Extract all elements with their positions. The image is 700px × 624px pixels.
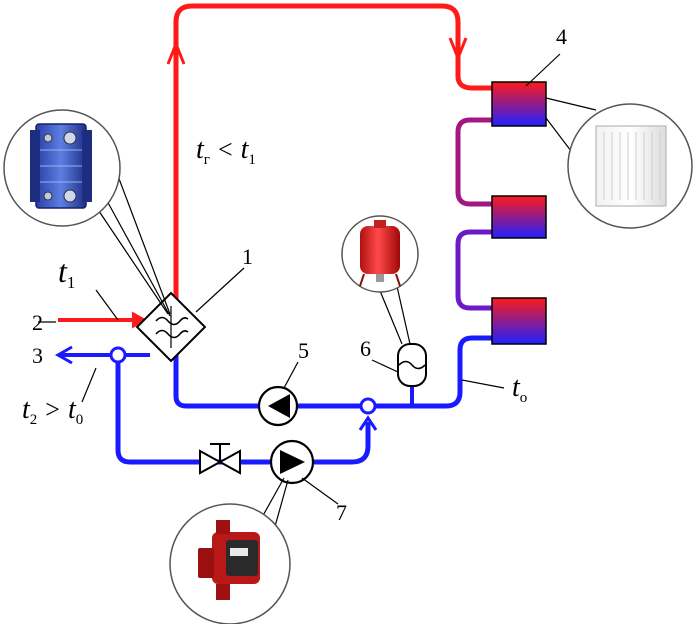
label-6: 6 xyxy=(360,336,371,361)
radiator-1 xyxy=(491,81,547,127)
radiator-3 xyxy=(491,297,547,345)
tee-right xyxy=(359,397,377,415)
outlet-arrow-3 xyxy=(54,345,73,365)
label-3: 3 xyxy=(32,343,43,368)
label-1: 1 xyxy=(242,244,253,269)
formula-t1: t1 xyxy=(58,253,75,292)
radiator-2 xyxy=(491,195,547,239)
hot-supply-pipe xyxy=(173,3,492,305)
circulation-pump-icon xyxy=(169,503,291,624)
svg-text:t1: t1 xyxy=(58,253,75,292)
panel-radiator-icon xyxy=(567,103,693,229)
formula-tr-lt-t1: tг<t1 xyxy=(196,134,256,168)
flow-arrow-down xyxy=(448,37,468,63)
radiator-link-2 xyxy=(455,229,492,311)
bypass-arrow xyxy=(358,415,378,431)
expansion-tank-symbol xyxy=(397,343,427,387)
callout-leaders xyxy=(38,53,597,531)
heat-exchanger-symbol xyxy=(135,291,207,363)
label-7: 7 xyxy=(336,500,347,525)
red-expansion-tank-icon xyxy=(341,215,419,293)
flow-arrow-up xyxy=(166,39,186,65)
plate-heat-exchanger-icon xyxy=(3,109,121,227)
svg-text:tг<t1: tг<t1 xyxy=(196,134,256,168)
svg-text:to: to xyxy=(512,372,527,406)
valve-symbol xyxy=(199,443,241,475)
bypass-pipe xyxy=(115,358,371,465)
formula-to: to xyxy=(512,372,527,406)
label-5: 5 xyxy=(298,338,309,363)
label-4: 4 xyxy=(556,24,567,49)
pump-5-symbol xyxy=(257,385,299,427)
label-2: 2 xyxy=(32,310,43,335)
formula-t2-gt-t0: t2>t0 xyxy=(22,394,83,428)
cold-return-pipe xyxy=(173,335,492,409)
pump-7-symbol xyxy=(269,439,315,485)
svg-text:t2>t0: t2>t0 xyxy=(22,394,83,428)
tee-left xyxy=(109,346,127,364)
radiator-link-1 xyxy=(455,117,492,207)
